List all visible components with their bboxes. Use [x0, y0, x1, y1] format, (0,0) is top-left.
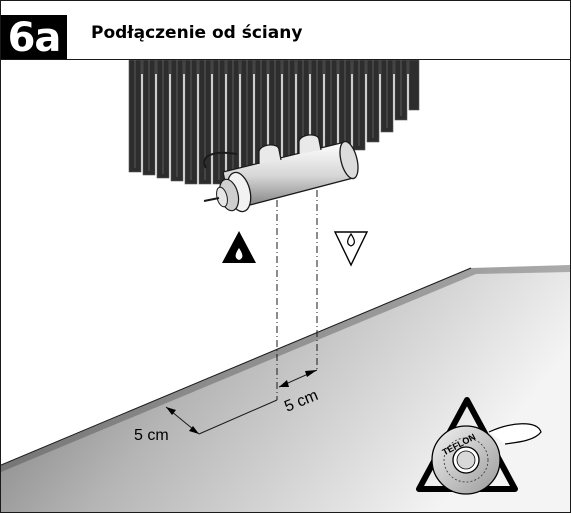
radiator — [128, 60, 420, 185]
return-arrow-icon — [333, 231, 369, 267]
connection-fitting — [203, 134, 359, 213]
step-title: Podłączenie od ściany — [91, 23, 303, 43]
dimension-arrows — [166, 370, 317, 434]
pipe-centerlines — [276, 190, 318, 400]
floor — [1, 265, 570, 512]
supply-arrow-icon — [222, 231, 256, 263]
installation-diagram: 5 cm 5 cm TEFLON — [1, 60, 570, 512]
step-number-badge: 6a — [1, 15, 67, 61]
step-header: 6a Podłączenie od ściany — [1, 1, 570, 61]
left-offset-label: 5 cm — [134, 427, 169, 444]
teflon-tape-roll: TEFLON — [431, 423, 542, 495]
